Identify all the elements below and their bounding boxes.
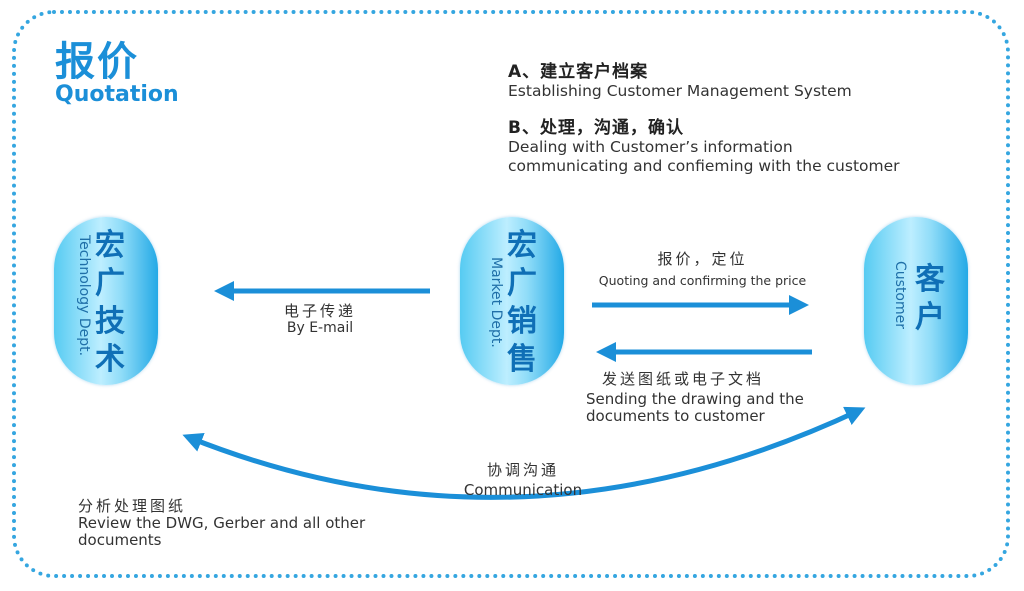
node-market-en: Market Dept.: [488, 257, 504, 348]
node-market-char-4: 售: [507, 342, 537, 377]
node-tech-char-3: 技: [95, 304, 125, 339]
note-b: B、处理，沟通，确认 Dealing with Customer’s infor…: [508, 118, 900, 176]
label-review-en-line-1: Review the DWG, Gerber and all other: [78, 514, 366, 532]
node-customer-cn: 客 户: [912, 261, 948, 337]
note-a-cn: A、建立客户档案: [508, 62, 649, 82]
label-send-en-line-2: documents to customer: [586, 407, 765, 425]
label-send-en-line-1: Sending the drawing and the: [586, 390, 804, 408]
label-review-cn: 分析处理图纸: [78, 497, 187, 515]
label-communication: 协调沟通 Communication: [448, 461, 598, 499]
arrow-communication: [182, 406, 866, 500]
page-title-en: Quotation: [55, 82, 179, 107]
page-title: 报价: [55, 39, 139, 85]
node-tech-char-1: 宏: [95, 228, 125, 263]
node-tech-char-4: 术: [95, 342, 125, 377]
node-customer: 客 户 Customer: [864, 217, 968, 385]
note-a-en-line: Establishing Customer Management System: [508, 82, 852, 100]
node-customer-char-2: 户: [915, 300, 945, 335]
node-tech: 宏 广 技 术 Technology Dept.: [54, 217, 158, 385]
node-market-char-2: 广: [507, 266, 537, 301]
node-market-cn: 宏 广 销 售: [504, 227, 540, 379]
note-a: A、建立客户档案 Establishing Customer Managemen…: [508, 62, 852, 101]
label-communication-en: Communication: [463, 481, 583, 499]
label-email: 电子传递 By E-mail: [250, 302, 390, 337]
label-email-cn: 电子传递: [283, 302, 356, 320]
node-tech-cn: 宏 广 技 术: [92, 227, 128, 379]
label-review-en-line-2: documents: [78, 531, 162, 549]
label-quote: 报价，定位 Quoting and confirming the price: [590, 250, 815, 289]
label-send-cn: 发送图纸或电子文档: [602, 370, 765, 388]
label-communication-cn: 协调沟通: [486, 461, 559, 479]
label-review: 分析处理图纸 Review the DWG, Gerber and all ot…: [78, 497, 365, 549]
note-b-en-line-2: communicating and confieming with the cu…: [508, 157, 900, 175]
node-tech-char-2: 广: [95, 266, 125, 301]
label-send: 发送图纸或电子文档 Sending the drawing and the do…: [586, 370, 804, 425]
node-tech-en: Technology Dept.: [76, 235, 92, 357]
node-customer-char-1: 客: [915, 262, 945, 297]
node-market-char-3: 销: [507, 304, 537, 339]
label-quote-cn: 报价，定位: [657, 250, 748, 268]
node-market: 宏 广 销 售 Market Dept.: [460, 217, 564, 385]
node-market-char-1: 宏: [507, 228, 537, 263]
label-email-en: By E-mail: [286, 320, 354, 336]
note-b-en-line-1: Dealing with Customer’s information: [508, 138, 793, 156]
node-customer-en: Customer: [892, 261, 908, 330]
label-quote-en: Quoting and confirming the price: [598, 273, 807, 288]
dotted-frame: [12, 10, 1010, 578]
note-b-cn: B、处理，沟通，确认: [508, 118, 684, 138]
